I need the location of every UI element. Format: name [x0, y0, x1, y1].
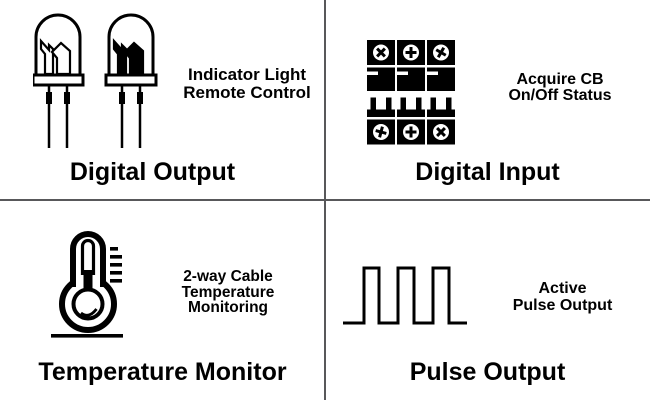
- pulse-wave-icon: [343, 266, 467, 325]
- thermometer-icon: [51, 231, 123, 338]
- quadrant-digital-output: Indicator Light Remote Control Digital O…: [0, 0, 325, 200]
- quadrant-title: Digital Output: [69, 158, 236, 186]
- horizontal-divider: [0, 199, 650, 201]
- feature-description: 2-way Cable Temperature Monitoring: [163, 269, 293, 316]
- feature-description: Indicator Light Remote Control: [172, 66, 322, 102]
- description-line: 2-way Cable: [183, 268, 273, 285]
- quadrant-pulse-output: Active Pulse Output Pulse Output: [325, 200, 650, 400]
- circuit-breaker-icon: [367, 40, 455, 145]
- description-line: Active: [538, 280, 587, 297]
- description-line: On/Off Status: [508, 87, 612, 104]
- description-line: Remote Control: [183, 83, 311, 102]
- description-line: Monitoring: [187, 299, 269, 316]
- quadrant-title: Temperature Monitor: [38, 358, 287, 386]
- quadrant-title: Pulse Output: [409, 358, 566, 386]
- description-line: Indicator Light: [187, 65, 307, 84]
- led-indicator-lights-icon: [33, 13, 158, 148]
- feature-description: Acquire CB On/Off Status: [495, 72, 625, 104]
- description-line: Acquire CB: [516, 71, 604, 88]
- feature-description: Active Pulse Output: [495, 280, 630, 314]
- quadrant-title: Digital Input: [415, 158, 560, 186]
- quadrant-digital-input: Acquire CB On/Off Status Digital Input: [325, 0, 650, 200]
- description-line: Temperature: [181, 283, 275, 301]
- quadrant-temperature-monitor: 2-way Cable Temperature Monitoring Tempe…: [0, 200, 325, 400]
- description-line: Pulse Output: [512, 296, 613, 314]
